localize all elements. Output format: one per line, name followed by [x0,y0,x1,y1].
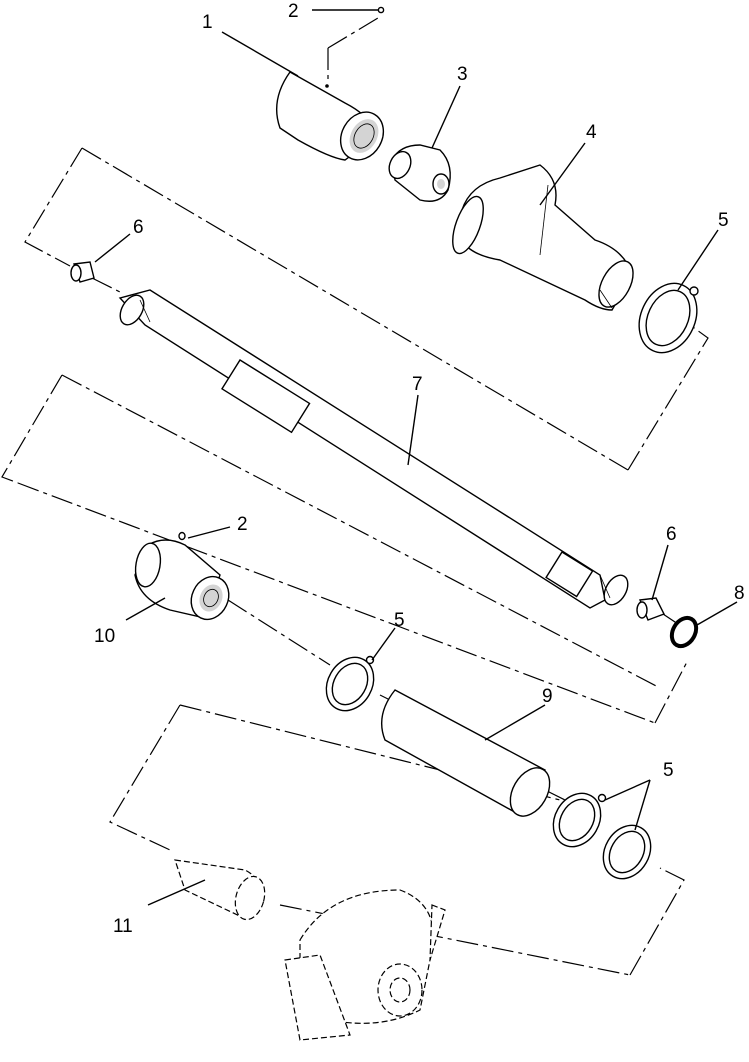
guide-frame-middle [1,374,63,484]
part-6-plug-left [70,261,95,283]
guide-frame-shaft [24,147,83,267]
guide-line-top [81,147,629,471]
callout-4: 4 [586,122,597,143]
guide-line-middle [61,374,661,689]
part-7-drive-shaft [118,289,629,609]
assembly-guide-frames [1,17,709,976]
guide-line-right-low [629,867,685,976]
leader-lines [94,31,738,906]
part-2-set-screw-top [312,6,385,14]
callout-1: 1 [202,12,213,33]
callout-10: 10 [94,626,115,647]
callout-5b: 5 [394,610,405,631]
part-3-bushing [388,144,451,202]
centerline-screw-top-2 [327,17,379,49]
callout-2b: 2 [237,514,248,535]
callout-2a: 2 [288,1,299,22]
part-2-set-screw-middle [178,526,231,541]
callout-8: 8 [734,583,745,604]
callout-5a: 5 [718,210,729,231]
part-5-clamp-upper [638,282,699,354]
callout-6b: 6 [666,524,677,545]
part-6-plug-right [636,597,665,621]
centerline-6-shaft [91,277,121,293]
callout-3: 3 [457,64,468,85]
callout-labels: 1 2 3 4 5 6 7 2 6 8 10 5 9 5 11 [94,1,745,937]
guide-line-middle-low [17,482,656,724]
part-9-tube [381,689,551,817]
part-10-coupler [134,539,230,621]
screw-hole [325,84,329,88]
centerline-10-5 [227,599,331,666]
guide-frame-lower [109,704,181,851]
part-5-clamp-lower-a [552,792,607,848]
callout-6a: 6 [133,217,144,238]
guide-line-right-top [627,324,709,471]
part-8-o-ring [669,615,699,649]
part-11-ghost-assembly [174,859,446,1041]
callout-9: 9 [542,686,553,707]
callout-5c: 5 [663,760,674,781]
part-4-boot [452,164,634,311]
part-1-housing [276,71,385,161]
guide-line-right-mid [654,659,689,724]
callout-11: 11 [113,916,133,937]
guide-line-lower-bottom [279,904,631,976]
part-5-clamp-lower-b [602,824,652,880]
callout-7: 7 [412,374,423,395]
part-5-clamp-middle [325,655,375,712]
